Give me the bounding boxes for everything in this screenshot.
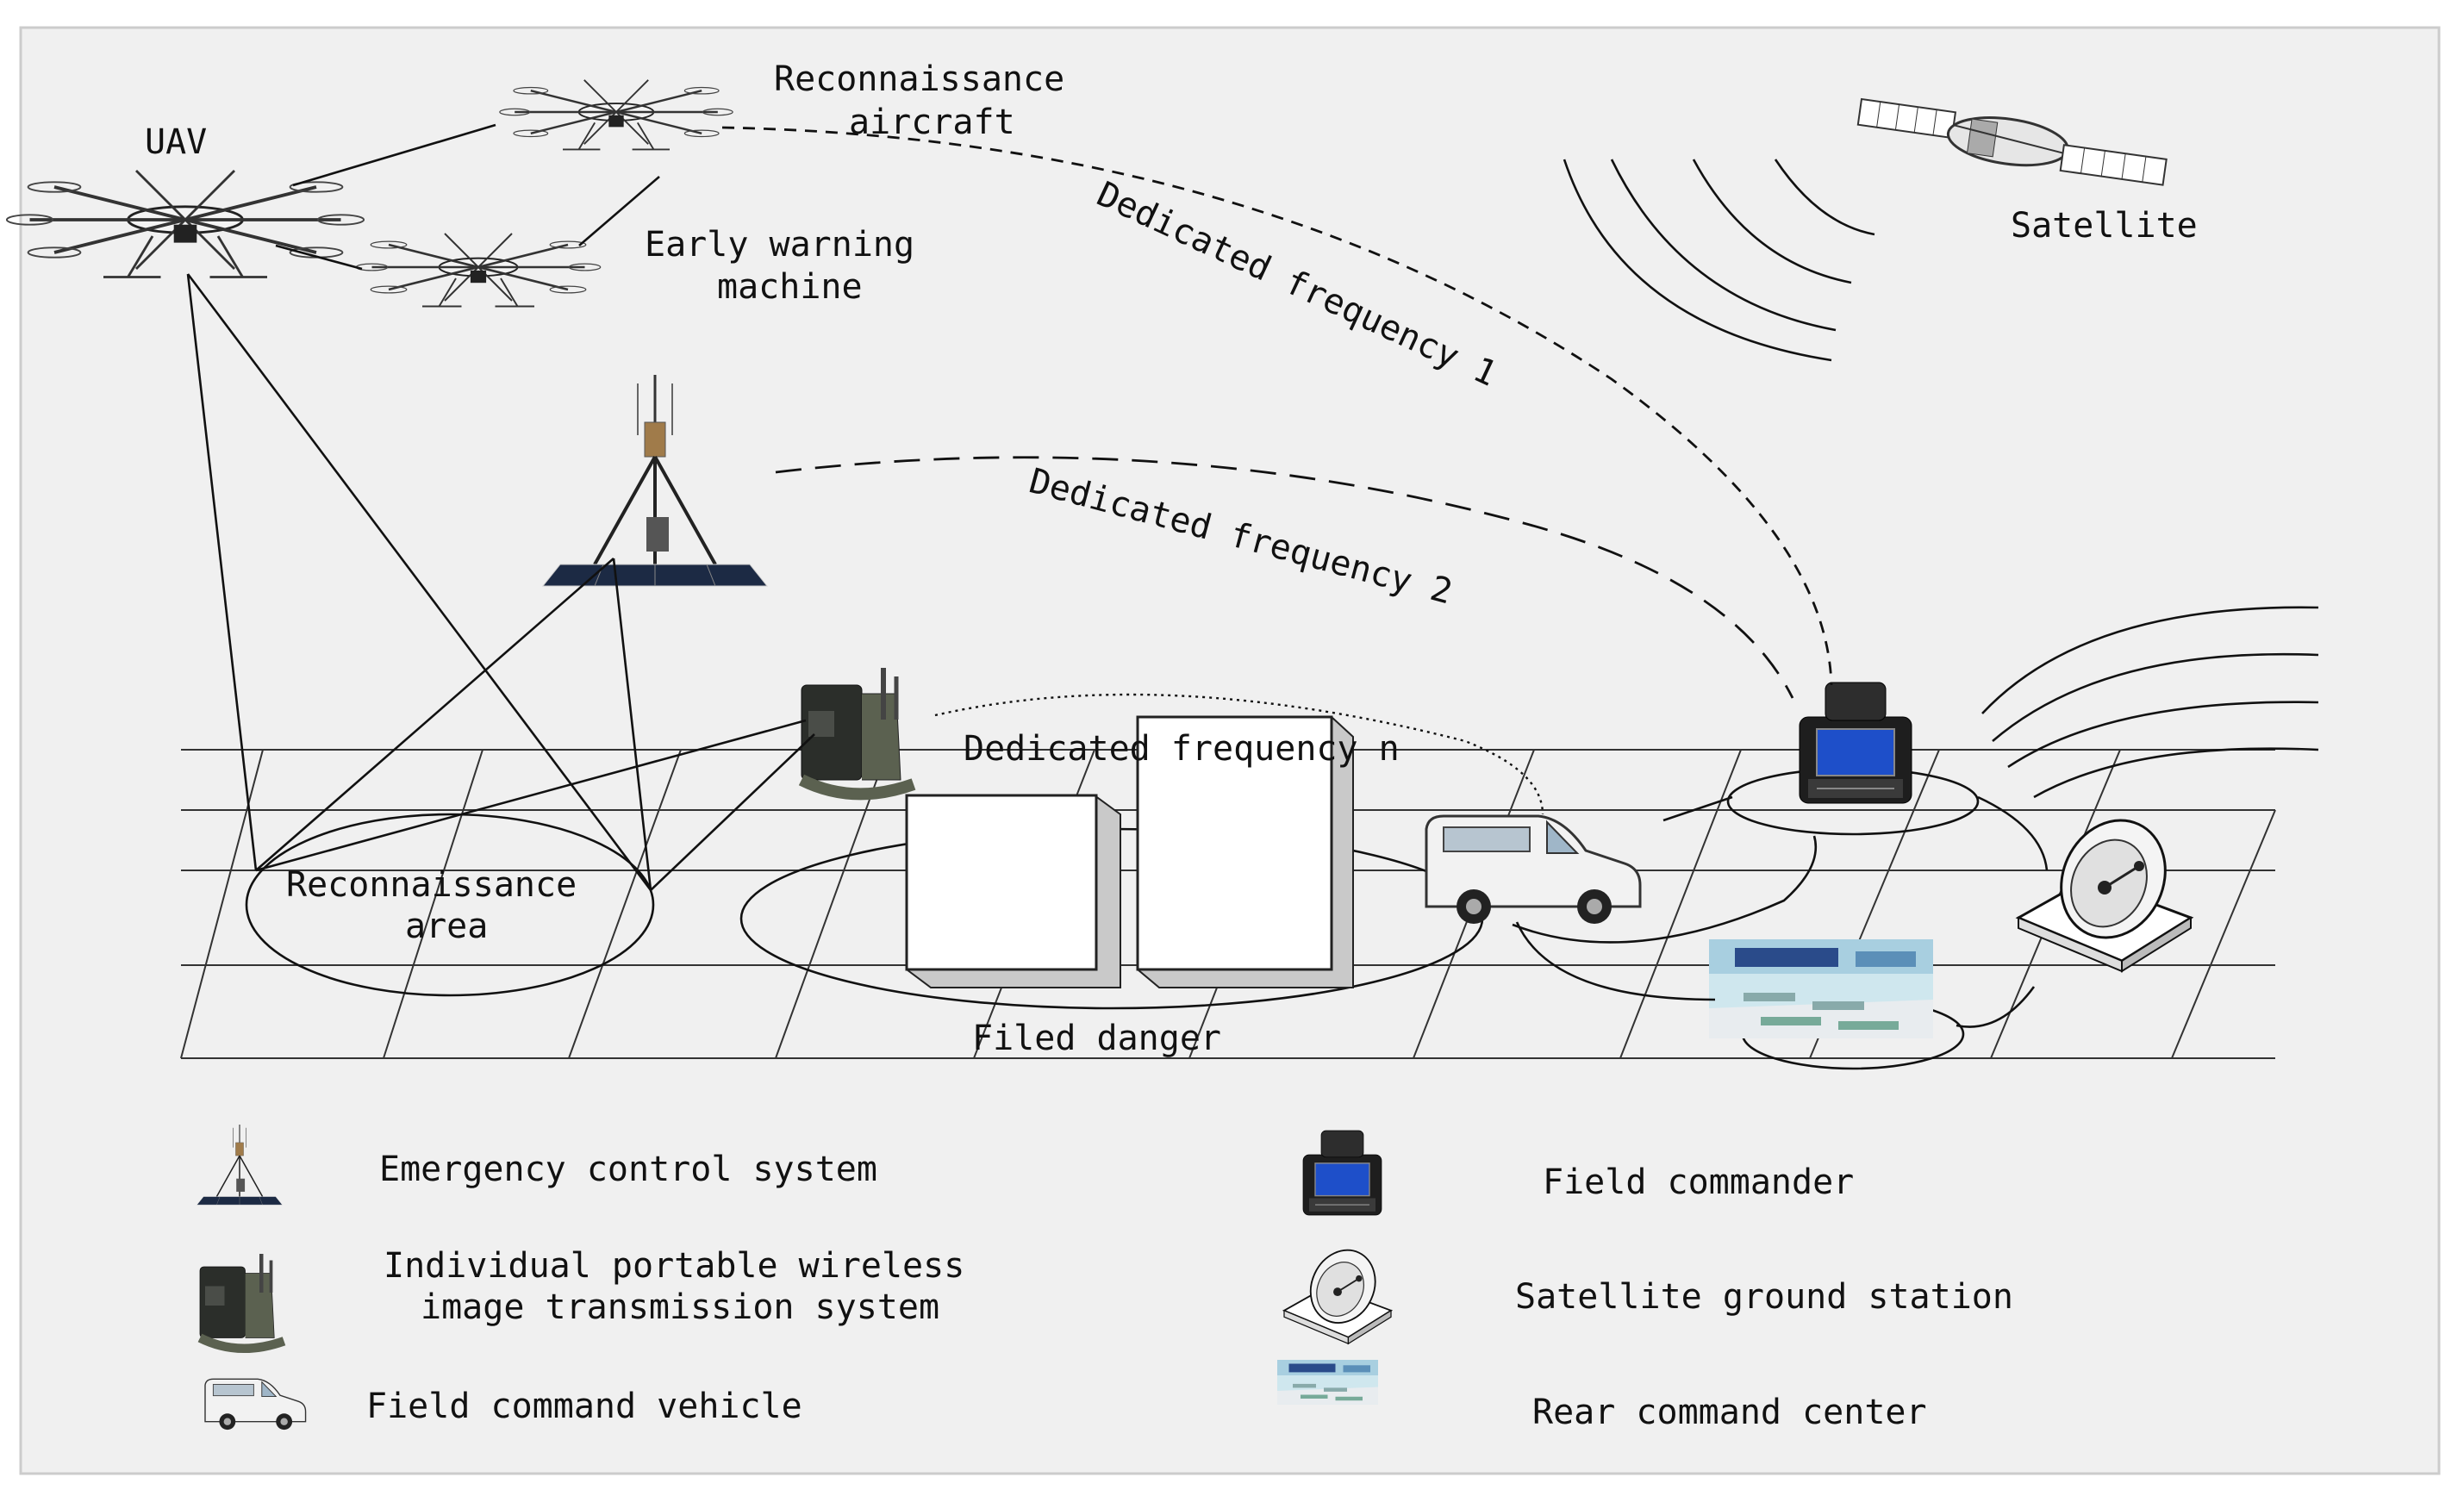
rear-command-center-icon	[1709, 939, 1933, 1038]
portable-wireless-transmitter-icon	[802, 668, 914, 794]
legend-portable-wireless-transmitter-icon	[200, 1254, 284, 1349]
ground-station-signal-arcs	[1981, 606, 2319, 799]
terminal-to-dish-link	[1977, 795, 2049, 871]
reconnaissance-area-ellipse	[245, 813, 655, 997]
legend-label-field-command-vehicle: Field command vehicle	[366, 1387, 802, 1426]
legend-rear-command-center-icon	[1277, 1360, 1378, 1405]
reconnaissance-aircraft-label-line1: Reconnaissance	[774, 59, 1064, 99]
legend: Emergency control system Individual port…	[197, 1124, 2013, 1432]
uav-label: UAV	[145, 122, 207, 162]
satellite-signal-arcs	[1563, 159, 1875, 362]
reconnaissance-area-label-line1: Reconnaissance	[286, 865, 577, 905]
reconnaissance-aircraft-label-line2: aircraft	[849, 103, 1015, 142]
frequency-1-link	[721, 126, 1833, 686]
legend-label-field-commander: Field commander	[1543, 1163, 1854, 1202]
danger-building-right	[1136, 715, 1354, 988]
frequency-2-link	[775, 456, 1794, 699]
frequency-n-link	[934, 693, 1544, 815]
legend-label-satellite-ground-station: Satellite ground station	[1515, 1277, 2013, 1317]
van-to-center-link	[1515, 921, 1716, 1001]
legend-label-rear-command-center: Rear command center	[1532, 1393, 1927, 1432]
reconnaissance-area-label-line2: area	[405, 907, 488, 946]
legend-label-portable-wireless-line1: Individual portable wireless	[384, 1246, 964, 1286]
early-warning-label-line2: machine	[717, 267, 863, 307]
frequency-n-label: Dedicated frequency n	[964, 729, 1400, 769]
van-to-terminal-link	[1662, 795, 1733, 822]
legend-label-portable-wireless-line2: image transmission system	[421, 1287, 939, 1327]
van-to-commander-link	[1512, 835, 1818, 944]
center-to-dish-link	[1956, 986, 2036, 1028]
uav-view-cone	[186, 273, 815, 891]
early-warning-label-line1: Early warning	[645, 225, 914, 265]
field-danger-label: Filed danger	[972, 1019, 1221, 1058]
satellite-label: Satellite	[2011, 206, 2198, 246]
danger-building-left	[905, 794, 1121, 988]
legend-label-emergency-control-system: Emergency control system	[379, 1150, 877, 1189]
